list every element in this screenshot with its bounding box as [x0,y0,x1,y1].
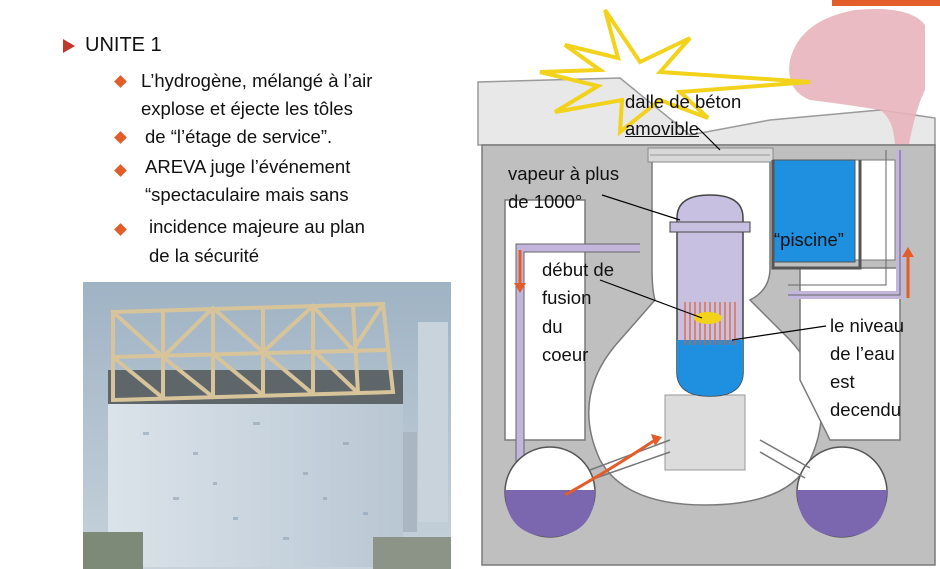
melt-label-line-1: début de [542,259,615,280]
melt-label-line-3: du [542,316,563,337]
bullet-line-6: incidence majeure au plan [149,216,365,237]
unit-heading-text: UNITE 1 [85,34,162,56]
water-label-line-4: decendu [830,399,901,420]
bullet-line-7: de la sécurité [149,245,260,266]
melt-label-line-2: fusion [542,287,592,308]
left-pipe [516,244,640,490]
steam-label-line-1: vapeur à plus [508,163,620,184]
smoke-plume [789,9,925,150]
water-label-line-3: est [830,371,855,392]
left-suppression-pool [505,490,595,537]
diamond-bullet-icon [114,164,127,177]
slab-label-line-1: dalle de béton [625,91,742,112]
diamond-bullet-icon [114,131,127,144]
steam-label-line-2: de 1000° [508,191,583,212]
triangle-bullet-icon [63,38,75,53]
explosion-burst [539,8,811,137]
bullet-line-3: de “l’étage de service”. [145,126,333,147]
unit-heading: UNITE 1 [63,34,162,57]
bullet-line-5: “spectaculaire mais sans [145,184,349,205]
water-label-line-2: de l’eau [830,343,895,364]
melt-label-line-4: coeur [542,344,589,365]
vessel-water [677,340,743,396]
bullet-line-4: AREVA juge l’événement [145,156,351,177]
slab-label-line-2: amovible [625,118,700,139]
reactor-diagram [477,8,936,566]
bullet-line-2: explose et éjecte les tôles [141,98,353,119]
damaged-building-photo [83,282,451,569]
core-melt-glow [694,312,722,324]
diamond-bullet-icon [114,223,127,236]
vessel-pedestal [664,394,746,471]
pool-label: “piscine” [774,229,844,250]
right-suppression-pool [797,490,887,537]
corner-banner [832,0,940,6]
water-label-line-1: le niveau [830,315,905,336]
diamond-bullet-icon [114,75,127,88]
upper-building [477,77,936,146]
bullet-line-1: L’hydrogène, mélangé à l’air [141,70,373,91]
